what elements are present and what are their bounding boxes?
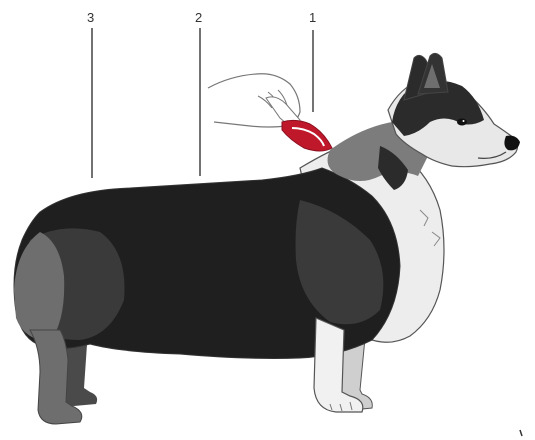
dog-figure <box>14 53 520 424</box>
injection-site <box>282 120 332 151</box>
callout-number-3: 3 <box>87 10 94 25</box>
callout-number-1: 1 <box>309 10 316 25</box>
dog-eye <box>457 119 467 126</box>
callout-number-2: 2 <box>195 10 202 25</box>
corner-mark <box>520 430 522 436</box>
dog-eye-highlight <box>463 120 465 122</box>
